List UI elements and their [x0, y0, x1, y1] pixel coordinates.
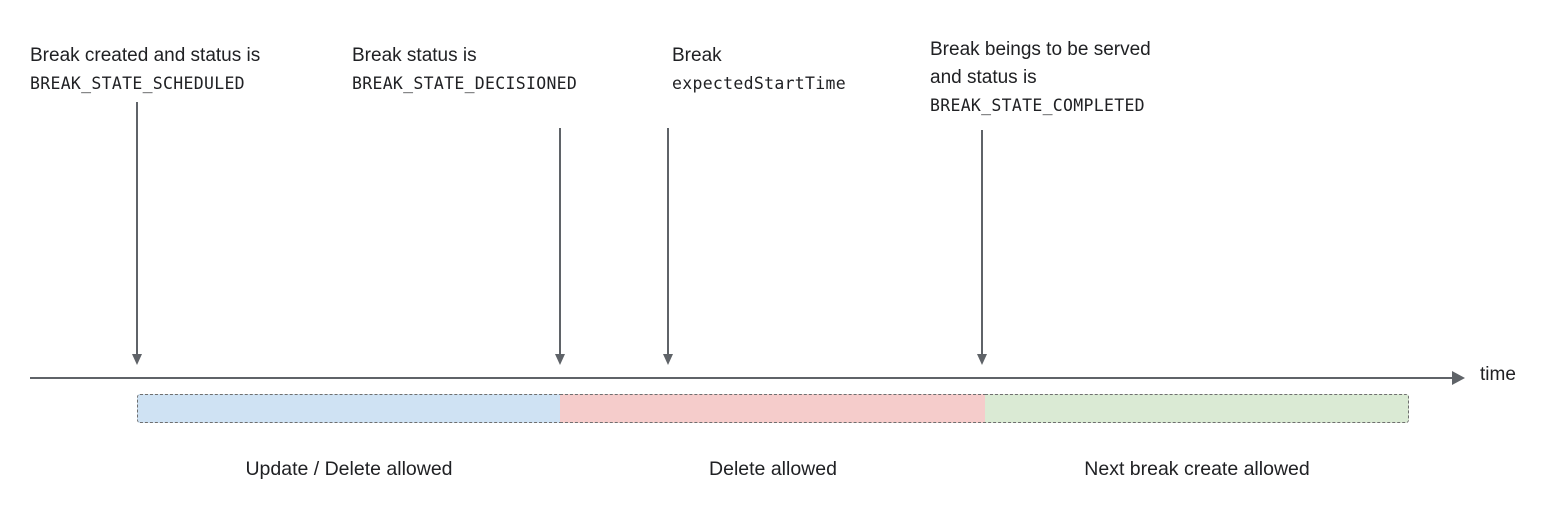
annotation-text: and status is: [930, 67, 1037, 88]
annotation-break-decisioned: Break status is BREAK_STATE_DECISIONED: [352, 42, 577, 98]
down-arrow-icon: [662, 128, 673, 365]
segment-label: Delete allowed: [709, 458, 837, 480]
down-arrow-icon: [554, 128, 565, 365]
down-arrow-icon: [131, 102, 142, 365]
annotation-text: Break: [672, 45, 722, 66]
annotation-code: expectedStartTime: [672, 74, 846, 93]
annotation-expected-start-time: Break expectedStartTime: [672, 42, 846, 98]
annotation-break-completed: Break beings to be served and status is …: [930, 36, 1151, 120]
annotation-code: BREAK_STATE_COMPLETED: [930, 96, 1145, 115]
annotation-break-scheduled: Break created and status is BREAK_STATE_…: [30, 42, 260, 98]
right-arrow-icon: [1452, 371, 1465, 385]
down-arrow-icon: [976, 130, 987, 365]
annotation-text: Break beings to be served: [930, 39, 1151, 60]
annotation-text: Break status is: [352, 45, 477, 66]
segment-label: Update / Delete allowed: [245, 458, 453, 480]
segment-next-break-create-allowed: [985, 394, 1409, 423]
segment-delete-allowed: [560, 394, 986, 423]
annotation-code: BREAK_STATE_SCHEDULED: [30, 74, 245, 93]
timeline-axis-label: time: [1480, 364, 1516, 385]
segment-update-delete-allowed: [137, 394, 561, 423]
segment-label: Next break create allowed: [1084, 458, 1310, 480]
annotation-text: Break created and status is: [30, 45, 261, 66]
annotation-code: BREAK_STATE_DECISIONED: [352, 74, 578, 93]
timeline-axis: [30, 377, 1456, 379]
